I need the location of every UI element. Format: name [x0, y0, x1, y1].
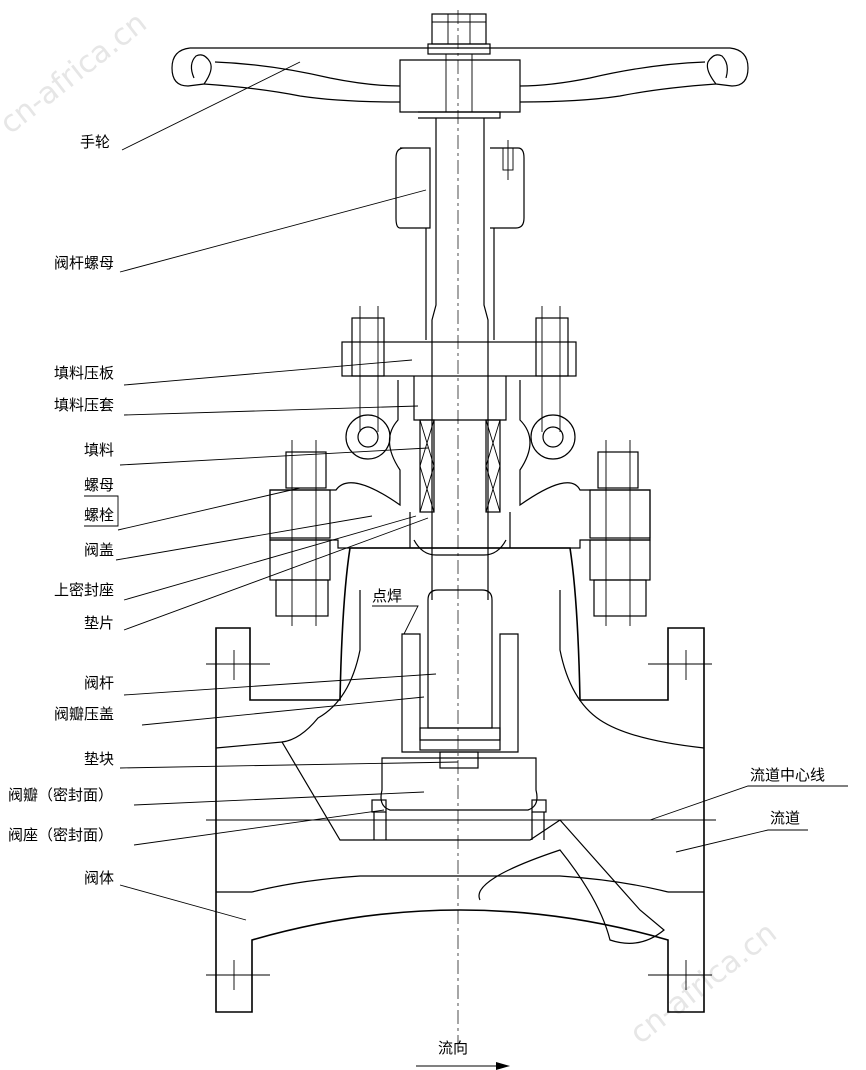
disc-assembly-part — [371, 633, 547, 840]
leader-lines — [84, 61, 848, 921]
label-handwheel: 手轮 — [80, 133, 110, 151]
label-spot-weld: 点焊 — [372, 587, 402, 605]
stem-part — [427, 118, 493, 729]
gland-flange-part — [341, 306, 577, 460]
label-bolt: 螺栓 — [84, 506, 114, 524]
label-flow-centerline: 流道中心线 — [750, 766, 825, 784]
label-body: 阀体 — [84, 869, 114, 887]
bonnet-part — [269, 380, 651, 556]
label-gland-flange: 填料压板 — [54, 364, 114, 382]
lower-bolt-left — [269, 440, 331, 626]
valve-body-part — [206, 547, 712, 1013]
packing-part — [419, 419, 501, 513]
label-disc: 阀瓣（密封面） — [8, 786, 113, 804]
watermark-top: cn-africa.cn — [0, 5, 154, 141]
yoke-part — [395, 140, 525, 340]
flow-arrow-icon — [416, 1062, 510, 1070]
labels: 手轮 阀杆螺母 填料压板 填料压套 填料 螺母 螺栓 阀盖 上密封座 垫片 点焊… — [8, 133, 825, 1057]
lower-bolt-right — [589, 440, 651, 626]
label-nut: 螺母 — [84, 476, 114, 494]
label-flow-direction: 流向 — [438, 1039, 468, 1057]
label-gland: 填料压套 — [54, 396, 114, 414]
label-bonnet: 阀盖 — [84, 541, 114, 559]
handwheel-part — [171, 13, 749, 119]
label-gasket: 垫片 — [84, 614, 114, 632]
label-backseat: 上密封座 — [54, 581, 114, 599]
label-seat: 阀座（密封面） — [8, 826, 113, 844]
label-disc-nut: 阀瓣压盖 — [54, 705, 114, 723]
label-packing: 填料 — [84, 441, 114, 459]
label-stem-nut: 阀杆螺母 — [54, 254, 114, 272]
label-stem: 阀杆 — [84, 674, 114, 692]
label-flow-channel: 流道 — [770, 809, 800, 827]
label-thrust-block: 垫块 — [84, 750, 114, 768]
